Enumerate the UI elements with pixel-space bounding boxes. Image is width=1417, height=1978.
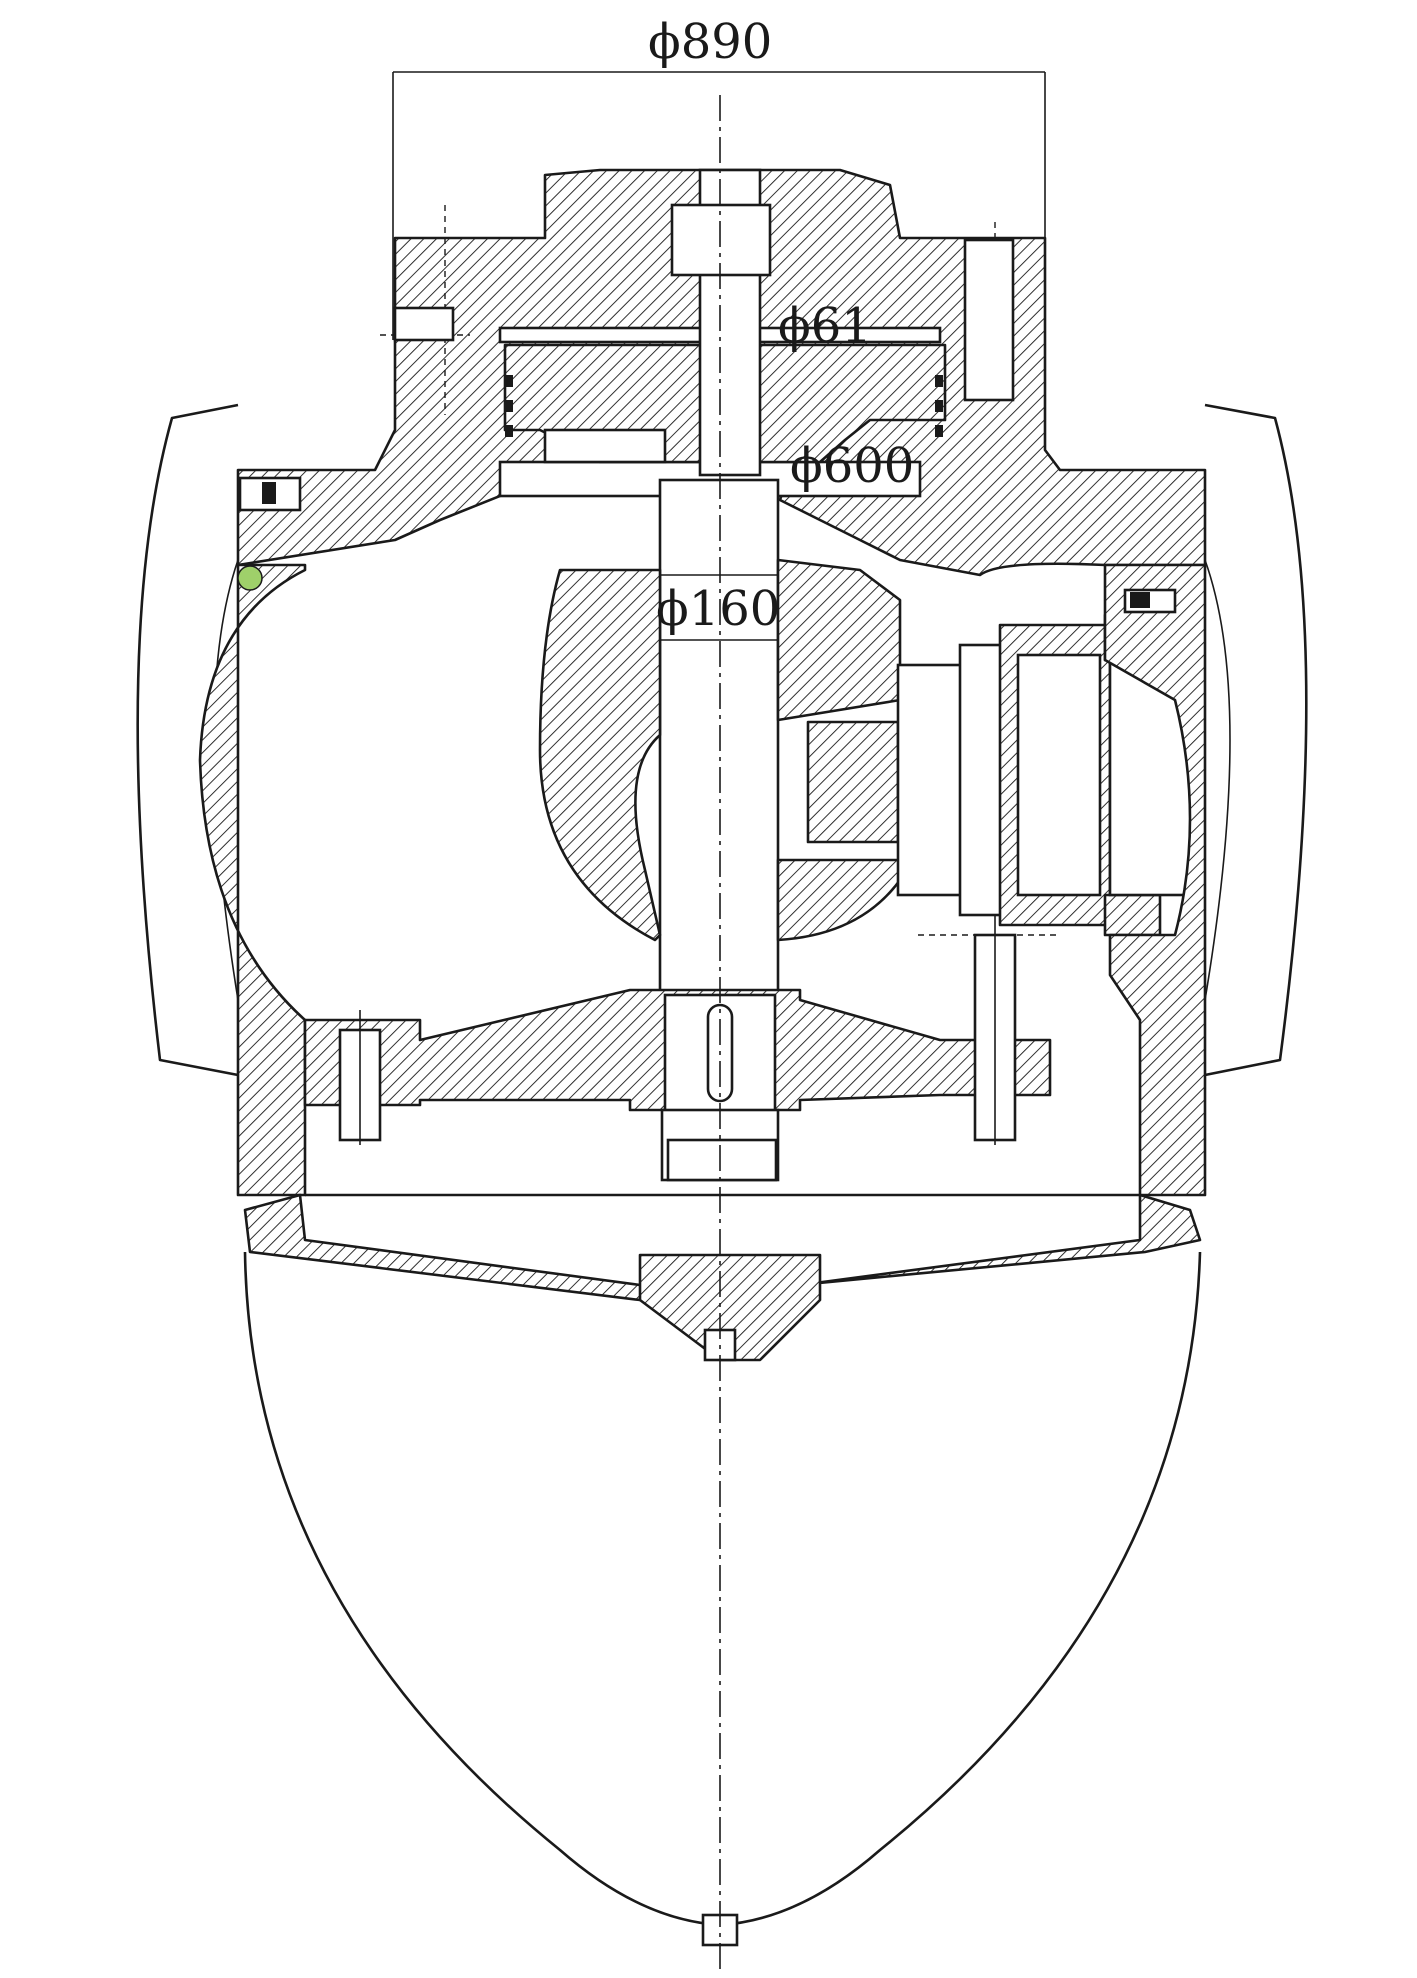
shaft-hub-right-lower [776, 858, 902, 942]
shaft-diameter-label: ϕ160 [656, 581, 780, 637]
bearing-cover-recess [543, 428, 667, 464]
left-casing-wall [198, 563, 307, 1197]
seal-rings [505, 375, 943, 437]
right-lower-bolt [973, 915, 1017, 1145]
left-lower-bolt [338, 1010, 382, 1145]
shaft-hub-right [776, 558, 902, 722]
overall-diameter-label: ϕ890 [648, 14, 772, 70]
gear-assembly [806, 613, 1202, 937]
left-port-fitting [238, 476, 302, 512]
central-shaft [658, 478, 780, 1002]
left-fairing [136, 403, 239, 1077]
shaft-hub-left [538, 568, 662, 942]
right-fairing [1204, 403, 1308, 1077]
shaft-bore-label: ϕ61 [778, 298, 872, 354]
green-marker [237, 565, 263, 591]
right-port-fitting [1123, 588, 1177, 614]
cone-hub [638, 1253, 822, 1362]
shaft-bore-cap [670, 203, 772, 277]
flange-diameter-label: ϕ600 [790, 438, 914, 494]
lower-shaft-tip [666, 1138, 778, 1182]
right-casing-wall [1103, 563, 1207, 1197]
right-fairing-inner [1204, 559, 1231, 1001]
top-left-bolt [393, 238, 1015, 402]
